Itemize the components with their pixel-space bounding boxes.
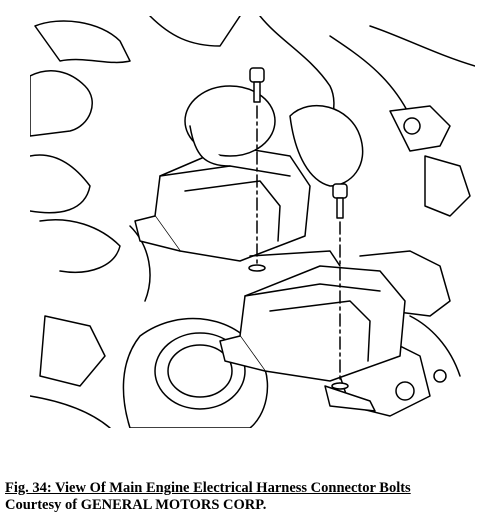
upper-bolt [248, 67, 266, 272]
lower-harness-connector [219, 250, 406, 412]
background-engine-parts [30, 16, 475, 428]
figure-credit: Courtesy of GENERAL MOTORS CORP. [5, 497, 267, 513]
engine-harness-illustration [30, 16, 475, 428]
lower-bolt [331, 183, 349, 390]
upper-harness-connector [134, 85, 311, 262]
figure-caption: Fig. 34: View Of Main Engine Electrical … [5, 480, 411, 496]
intake-pipe [122, 317, 269, 428]
